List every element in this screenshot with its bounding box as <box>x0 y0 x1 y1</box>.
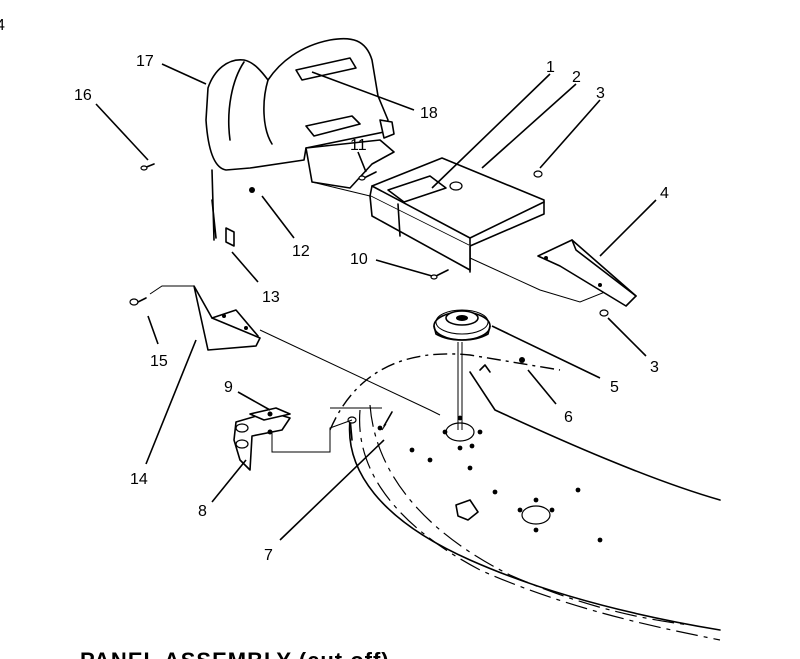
callout-7: 7 <box>264 547 273 564</box>
footer-text: PANEL ASSEMBLY (cut off) <box>80 648 390 659</box>
callout-16: 16 <box>74 87 92 104</box>
callout-1: 1 <box>546 59 555 76</box>
callout-3-lower: 3 <box>650 359 659 376</box>
callout-8: 8 <box>198 503 207 520</box>
mower-deck <box>329 353 721 641</box>
pulley <box>433 309 491 430</box>
callout-14: 14 <box>130 471 148 488</box>
callout-12: 12 <box>292 243 310 260</box>
callout-10: 10 <box>350 251 368 268</box>
callout-9: 9 <box>224 379 233 396</box>
callout-2: 2 <box>572 69 581 86</box>
shield-bracket <box>149 285 441 416</box>
callout-11: 11 <box>350 137 367 154</box>
callout-5: 5 <box>610 379 619 396</box>
hardware <box>129 163 609 431</box>
callout-18: 18 <box>420 105 438 122</box>
callout-labels: 1 2 3 3 4 5 6 7 8 9 10 11 12 13 14 15 16… <box>74 53 669 564</box>
callout-4: 4 <box>660 185 669 202</box>
side-bracket <box>537 239 637 307</box>
dash-panel-assembly <box>205 37 395 241</box>
main-plate <box>311 157 612 303</box>
corner-mark: 4 <box>0 17 5 34</box>
callout-15: 15 <box>150 353 168 370</box>
callout-17: 17 <box>136 53 154 70</box>
lower-brackets <box>233 407 382 471</box>
footer-clip: PANEL ASSEMBLY (cut off) <box>80 648 390 659</box>
leader-lines <box>95 63 657 541</box>
callout-6: 6 <box>564 409 573 426</box>
callout-3: 3 <box>596 85 605 102</box>
callout-13: 13 <box>262 289 280 306</box>
